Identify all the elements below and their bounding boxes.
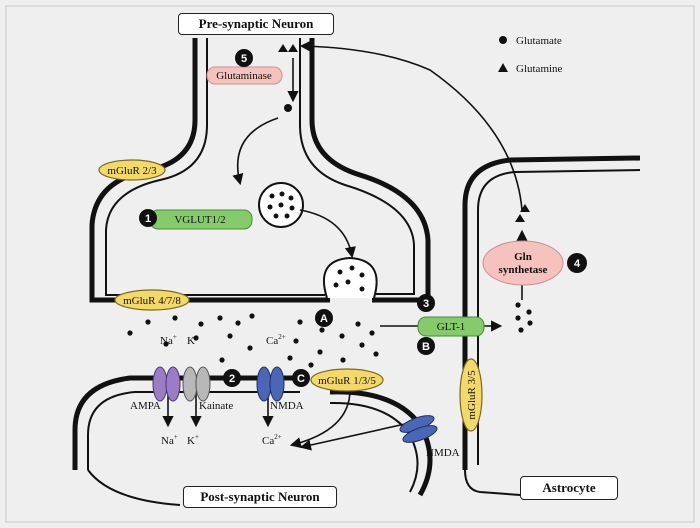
legend-glutamate-label: Glutamate [516,35,562,47]
mglur-478-label: mGluR 4/7/8 [123,295,181,307]
svg-text:K+: K+ [187,433,199,447]
kainate-label: Kainate [199,400,233,412]
step-marker-1: 1 [139,209,157,227]
mglur-478-receptor: mGluR 4/7/8 [114,289,190,311]
svg-text:Na+: Na+ [161,433,178,447]
arrow-mglur-ca [289,389,351,449]
mglur-35-receptor: mGluR 3/5 [459,358,483,432]
svg-text:B: B [422,341,430,353]
ions-intracellular: Na+ K+ Ca2+ [161,433,282,447]
nmda-astro-label: NMDA [426,447,460,459]
vesicle-docked [322,256,378,299]
svg-text:K+: K+ [187,333,199,347]
arrow-to-vesicle [232,117,279,186]
gln-synthetase-label-1: Gln [514,251,532,263]
gln-synthetase-enzyme: Gln synthetase [482,240,564,286]
mglur-135-receptor: mGluR 1/3/5 [310,368,384,392]
nmda-post-label: NMDA [270,400,304,412]
step-marker-4: 4 [567,253,587,273]
arrow-nmda-astro-ca [299,423,406,451]
step-marker-5: 5 [235,49,253,67]
legend-glutamine-symbol [498,63,508,72]
vesicle-upper [258,182,304,228]
astrocyte-label: Astrocyte [520,476,618,500]
arrow-glutamine-return [299,40,523,211]
svg-text:Na+: Na+ [160,333,177,347]
svg-text:Ca2+: Ca2+ [262,433,282,447]
mglur-135-label: mGluR 1/3/5 [318,375,376,387]
svg-text:2: 2 [229,373,235,385]
svg-text:C: C [297,373,305,385]
mglur-23-receptor: mGluR 2/3 [98,159,166,181]
svg-text:A: A [320,313,328,325]
step-marker-2: 2 [223,369,241,387]
step-marker-b: B [417,337,435,355]
astrocyte-glutamate [515,302,533,333]
ampa-receptor [152,366,181,402]
step-marker-a: A [315,309,333,327]
legend-glutamate-symbol [499,36,507,44]
svg-text:Ca2+: Ca2+ [266,333,286,347]
svg-text:1: 1 [145,213,151,225]
step-marker-3: 3 [417,294,435,312]
postsynaptic-neuron-label: Post-synaptic Neuron [183,486,337,508]
glt1-label: GLT-1 [437,321,466,333]
glutaminase-label: Glutaminase [216,70,272,82]
figure-frame [5,5,695,523]
glutaminase-enzyme: Glutaminase [206,66,283,85]
cleft-glutamate [127,313,379,368]
vglut-label: VGLUT1/2 [174,214,225,226]
legend-glutamine-label: Glutamine [516,63,563,75]
mglur-23-label: mGluR 2/3 [107,165,157,177]
kainate-receptor [182,366,211,402]
nmda-receptor-post [256,366,285,402]
arrow-vesicle-dock [299,209,356,259]
svg-text:3: 3 [423,298,429,310]
vglut-transporter: VGLUT1/2 [149,209,253,230]
svg-text:4: 4 [574,258,581,270]
presynaptic-glutamate [284,104,292,112]
svg-text:5: 5 [241,53,247,65]
step-marker-c: C [292,369,310,387]
presynaptic-neuron-label: Pre-synaptic Neuron [178,13,334,35]
legend: Glutamate Glutamine [498,35,563,75]
ions-extracellular: Na+ K+ Ca2+ [160,333,286,347]
nmda-receptor-astro [399,415,438,443]
gln-synthetase-label-2: synthetase [499,264,548,276]
ampa-label: AMPA [130,400,161,412]
glt1-transporter: GLT-1 [417,316,485,337]
glutamine-symbols [278,44,530,222]
mglur-35-label: mGluR 3/5 [466,370,478,420]
